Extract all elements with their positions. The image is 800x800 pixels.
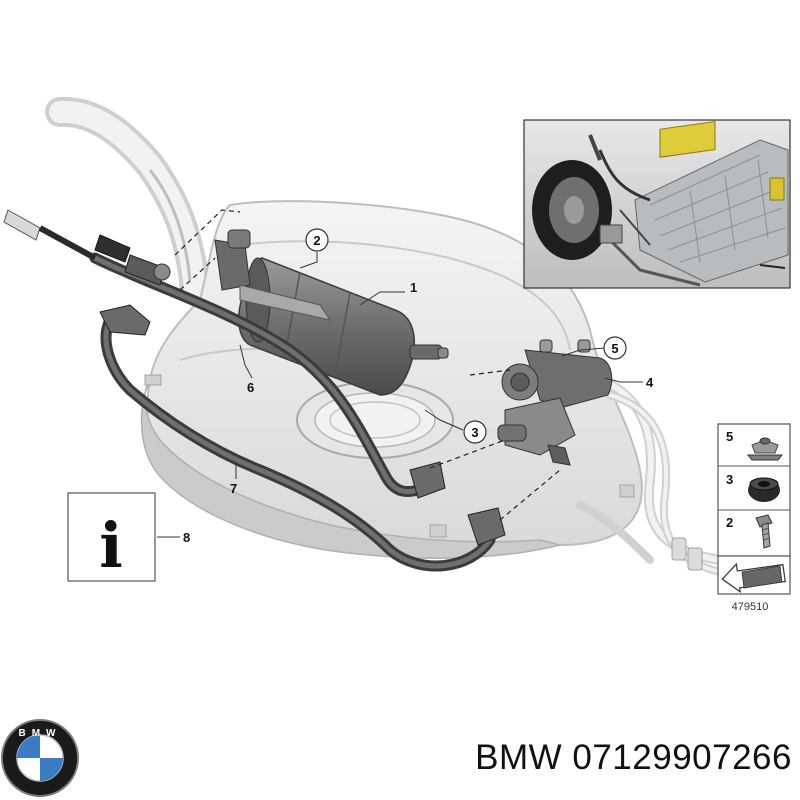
vehicle-location-inset: [523, 119, 791, 289]
callout-5: 5: [603, 336, 627, 360]
callout-6: 6: [247, 380, 254, 395]
svg-text:3: 3: [471, 425, 478, 440]
tank-vent-valve: [497, 339, 613, 466]
part-number-caption: BMW 07129907266: [475, 738, 792, 777]
assembly-dashed-lines: [174, 209, 561, 521]
callout-2: 2: [305, 228, 329, 252]
svg-text:5: 5: [611, 341, 618, 356]
small-parts-legend: 5 3 2 479510: [717, 423, 791, 613]
vent-pipe: [3, 209, 446, 499]
legend-item-screw: 2: [726, 514, 773, 549]
info-box: i: [67, 492, 156, 582]
bmw-logo: BMW: [1, 719, 79, 797]
callout-4: 4: [646, 375, 654, 390]
diagram-reference-number: 479510: [732, 601, 769, 613]
callout-3: 3: [463, 420, 487, 444]
legend-item-grommet: 3: [726, 472, 780, 502]
carbon-canister: [214, 229, 449, 396]
svg-text:2: 2: [726, 515, 733, 530]
svg-text:3: 3: [726, 472, 733, 487]
legend-item-nut: 5: [726, 429, 784, 461]
svg-text:5: 5: [726, 429, 733, 444]
vent-line: [99, 304, 506, 572]
callout-1: 1: [410, 280, 417, 295]
svg-text:2: 2: [313, 233, 320, 248]
leader-lines: [157, 252, 643, 538]
info-icon: i: [99, 509, 123, 582]
callout-8: 8: [183, 530, 190, 545]
svg-text:BMW: BMW: [19, 728, 62, 739]
callout-7: 7: [230, 481, 237, 496]
